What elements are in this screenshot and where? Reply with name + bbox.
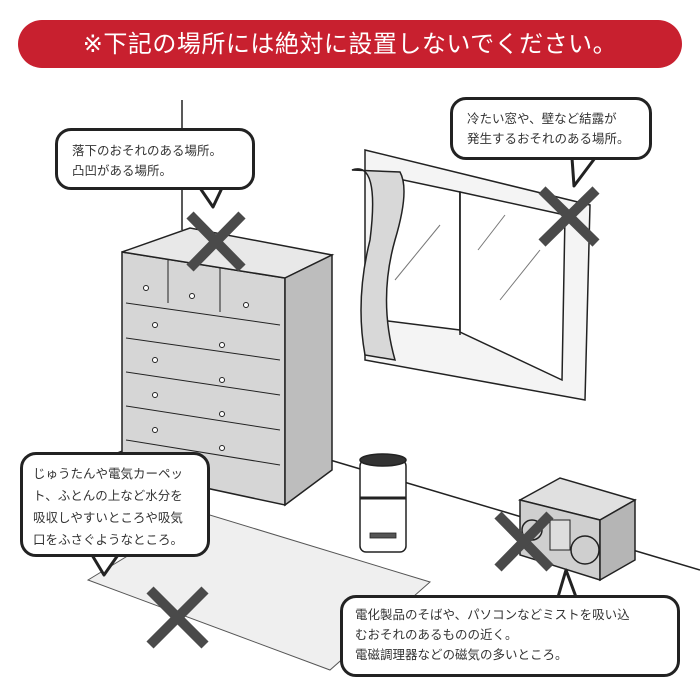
callout-text: 冷たい窓や、壁など結露が [467,111,617,126]
callout-carpet: じゅうたんや電気カーペッ ト、ふとんの上など水分を 吸収しやすいところや吸気 口… [20,452,210,557]
humidifier [359,453,407,553]
callout-text: 電磁調理器などの磁気の多いところ。 [355,647,568,662]
callout-electronics: 電化製品のそばや、パソコンなどミストを吸い込 むおそれのあるものの近く。 電磁調… [340,595,680,677]
callout-text: 電化製品のそばや、パソコンなどミストを吸い込 [355,607,630,622]
callout-text: 吸収しやすいところや吸気 [33,510,183,525]
callout-text: 凸凹がある場所。 [72,163,173,178]
window [351,149,591,401]
callout-text: 発生するおそれのある場所。 [467,131,630,146]
callout-text: 落下のおそれのある場所。 [72,143,223,158]
callout-text: むおそれのあるものの近く。 [355,627,518,642]
cross-mark-icon [146,586,209,649]
cross-mark-icon [186,211,246,272]
callout-text: じゅうたんや電気カーペッ [33,466,184,481]
callout-condensation: 冷たい窓や、壁など結露が 発生するおそれのある場所。 [450,97,652,160]
callout-text: 口をふさぐようなところ。 [33,532,184,547]
cross-mark-icon [494,511,554,572]
cross-mark-icon [538,186,600,247]
callout-text: ト、ふとんの上など水分を [33,488,183,503]
callout-fall-risk: 落下のおそれのある場所。 凸凹がある場所。 [55,128,255,190]
warning-banner: ※下記の場所には絶対に設置しないでください。 [18,20,682,68]
